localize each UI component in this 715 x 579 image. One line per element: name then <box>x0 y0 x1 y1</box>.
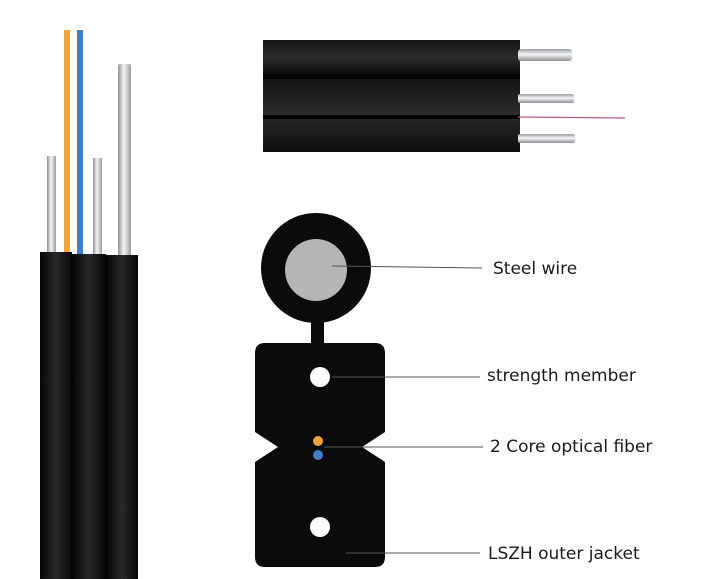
jacket-top-section <box>263 40 520 75</box>
steel-wire-core <box>285 239 347 301</box>
strength-member-hole-bottom <box>310 517 330 537</box>
steel-wire-end <box>518 49 572 61</box>
strength-member-hole-top <box>310 367 330 387</box>
horizontal-cable-photo <box>263 40 626 152</box>
callout-outer-jacket: LSZH outer jacket <box>346 544 640 564</box>
fiber-end <box>517 116 626 119</box>
connecting-web <box>311 318 324 348</box>
label-outer-jacket: LSZH outer jacket <box>488 544 640 564</box>
fiber-core-orange <box>313 436 323 446</box>
callout-strength-member: strength member <box>332 366 636 386</box>
vertical-cable-photo <box>40 30 138 579</box>
label-optical-fiber: 2 Core optical fiber <box>490 437 652 457</box>
callout-optical-fiber: 2 Core optical fiber <box>324 437 652 457</box>
steel-wire-rod <box>118 64 131 257</box>
strength-rod-end-bottom <box>518 134 575 143</box>
fiber-orange <box>64 30 70 258</box>
jacket-segment-2 <box>72 254 106 579</box>
fiber-core-blue <box>313 450 323 460</box>
callout-steel-wire: Steel wire <box>331 259 577 279</box>
label-strength-member: strength member <box>487 366 636 386</box>
strength-rod-left <box>47 156 56 256</box>
jacket-segment-3 <box>106 255 138 579</box>
jacket-segment-1 <box>40 252 72 579</box>
fiber-blue <box>77 30 83 258</box>
label-steel-wire: Steel wire <box>493 259 577 279</box>
strength-rod-middle <box>93 158 102 254</box>
leader-line <box>331 265 483 269</box>
strength-rod-end-top <box>518 94 574 103</box>
cross-section <box>255 213 385 567</box>
